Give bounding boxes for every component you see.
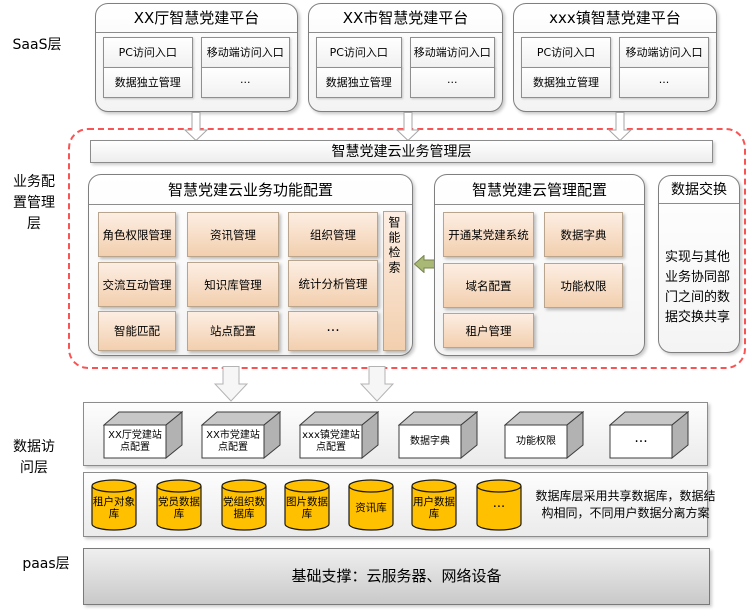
database-cylinder: 资讯库 — [348, 479, 394, 531]
saas-cell-pc-entry: PC访问入口 — [316, 37, 402, 68]
down-arrow-icon — [396, 112, 420, 141]
module-tile: 智能匹配 — [98, 311, 176, 351]
cube-label: 功能权限 — [516, 435, 556, 447]
database-label-more: ··· — [492, 500, 506, 515]
module-tile: 资讯管理 — [187, 212, 279, 257]
saas-cell-mobile-entry: 移动端访问入口 — [200, 37, 290, 68]
cube-label: XX市党建站点配置 — [206, 429, 260, 453]
saas-cell-mobile-entry: 移动端访问入口 — [619, 37, 709, 68]
database-cylinder: 图片数据库 — [284, 479, 330, 531]
saas-platform-box: XX厅智慧党建平台 PC访问入口 数据独立管理 移动端访问入口 ··· — [95, 3, 298, 112]
left-arrow-icon — [414, 255, 436, 273]
saas-cell-pc-entry: PC访问入口 — [103, 37, 193, 68]
database-cylinder: 党员数据库 — [156, 479, 202, 531]
module-tile: 开通某党建系统 — [443, 212, 534, 257]
saas-cell-pc-entry: PC访问入口 — [521, 37, 611, 68]
cube-label: 数据字典 — [410, 435, 450, 447]
module-tile: 域名配置 — [443, 263, 534, 308]
database-label: 图片数据库 — [286, 496, 328, 520]
module-tile-more: ··· — [288, 311, 378, 351]
database-label: 用户数据库 — [413, 496, 455, 520]
database-label: 党员数据库 — [158, 496, 200, 520]
module-tile: 功能权限 — [544, 263, 623, 308]
business-management-bar: 智慧党建云业务管理层 — [90, 140, 713, 163]
data-exchange-box: 数据交换 实现与其他业务协同部门之间的数据交换共享 — [658, 175, 740, 353]
config-cube: XX厅党建站点配置 — [103, 411, 183, 459]
database-label: 资讯库 — [355, 502, 387, 514]
config-cube-tray: XX厅党建站点配置 XX市党建站点配置 xxx镇党建站点配置 数据字典 功能权限… — [83, 402, 708, 466]
module-tile: 站点配置 — [187, 311, 279, 351]
config-cube: 数据字典 — [398, 411, 478, 459]
module-tile-smart-search: 智能检索 — [383, 211, 406, 351]
layer-label-business: 业务配置管理层 — [13, 174, 55, 232]
module-tile: 交流互动管理 — [98, 262, 176, 307]
module-tile: 数据字典 — [544, 212, 623, 257]
module-tile: 组织管理 — [288, 212, 378, 257]
saas-cell-more: ··· — [619, 67, 709, 98]
saas-platform-title: xxx镇智慧党建平台 — [514, 4, 716, 33]
saas-cell-mobile-entry: 移动端访问入口 — [409, 37, 495, 68]
down-arrow-icon — [360, 366, 394, 402]
data-exchange-description: 实现与其他业务协同部门之间的数据交换共享 — [665, 250, 731, 325]
module-tile: 统计分析管理 — [288, 260, 378, 307]
database-cylinder: ··· — [476, 479, 522, 531]
layer-label-paas: paas层 — [22, 556, 70, 572]
database-cylinder: 租户对象库 — [91, 479, 137, 531]
config-cube: 功能权限 — [504, 411, 584, 459]
config-cube: ··· — [609, 411, 689, 459]
cube-label-more: ··· — [634, 433, 648, 450]
module-tile: 租户管理 — [443, 313, 534, 348]
layer-label-data: 数据访问层 — [13, 439, 55, 476]
saas-platform-title: XX厅智慧党建平台 — [96, 4, 297, 33]
module-tile: 角色权限管理 — [98, 212, 176, 257]
database-tray: 租户对象库 党员数据库 党组织数据库 图片数据库 资讯库 用户数据库 ··· 数… — [83, 472, 716, 537]
database-note: 数据库层采用共享数据库，数据结构相同，不同用户数据分离方案 — [535, 489, 716, 520]
down-arrow-icon — [184, 112, 208, 141]
saas-cell-data-mgmt: 数据独立管理 — [521, 67, 611, 98]
cube-label: XX厅党建站点配置 — [108, 429, 162, 453]
database-label: 租户对象库 — [93, 496, 135, 520]
database-cylinder: 党组织数据库 — [221, 479, 267, 531]
database-cylinder: 用户数据库 — [411, 479, 457, 531]
saas-cell-more: ··· — [409, 67, 495, 98]
layer-label-saas: SaaS层 — [12, 37, 62, 53]
saas-cell-data-mgmt: 数据独立管理 — [316, 67, 402, 98]
down-arrow-icon — [608, 112, 632, 141]
function-config-box: 智慧党建云业务功能配置 角色权限管理 资讯管理 组织管理 交流互动管理 知识库管… — [88, 174, 413, 356]
config-cube: xxx镇党建站点配置 — [299, 411, 379, 459]
cube-label: xxx镇党建站点配置 — [302, 429, 360, 453]
down-arrow-icon — [214, 366, 248, 402]
function-config-title: 智慧党建云业务功能配置 — [89, 175, 412, 205]
saas-cell-more: ··· — [200, 67, 290, 98]
saas-platform-title: XX市智慧党建平台 — [309, 4, 502, 33]
database-label: 党组织数据库 — [223, 496, 265, 520]
saas-cell-data-mgmt: 数据独立管理 — [103, 67, 193, 98]
saas-platform-box: xxx镇智慧党建平台 PC访问入口 数据独立管理 移动端访问入口 ··· — [513, 3, 717, 112]
module-tile: 知识库管理 — [187, 262, 279, 307]
manage-config-box: 智慧党建云管理配置 开通某党建系统 数据字典 域名配置 功能权限 租户管理 — [434, 174, 645, 356]
manage-config-title: 智慧党建云管理配置 — [435, 175, 644, 205]
data-exchange-title: 数据交换 — [659, 176, 739, 204]
paas-support-bar: 基础支撑：云服务器、网络设备 — [83, 548, 710, 605]
saas-platform-box: XX市智慧党建平台 PC访问入口 数据独立管理 移动端访问入口 ··· — [308, 3, 503, 112]
config-cube: XX市党建站点配置 — [201, 411, 281, 459]
